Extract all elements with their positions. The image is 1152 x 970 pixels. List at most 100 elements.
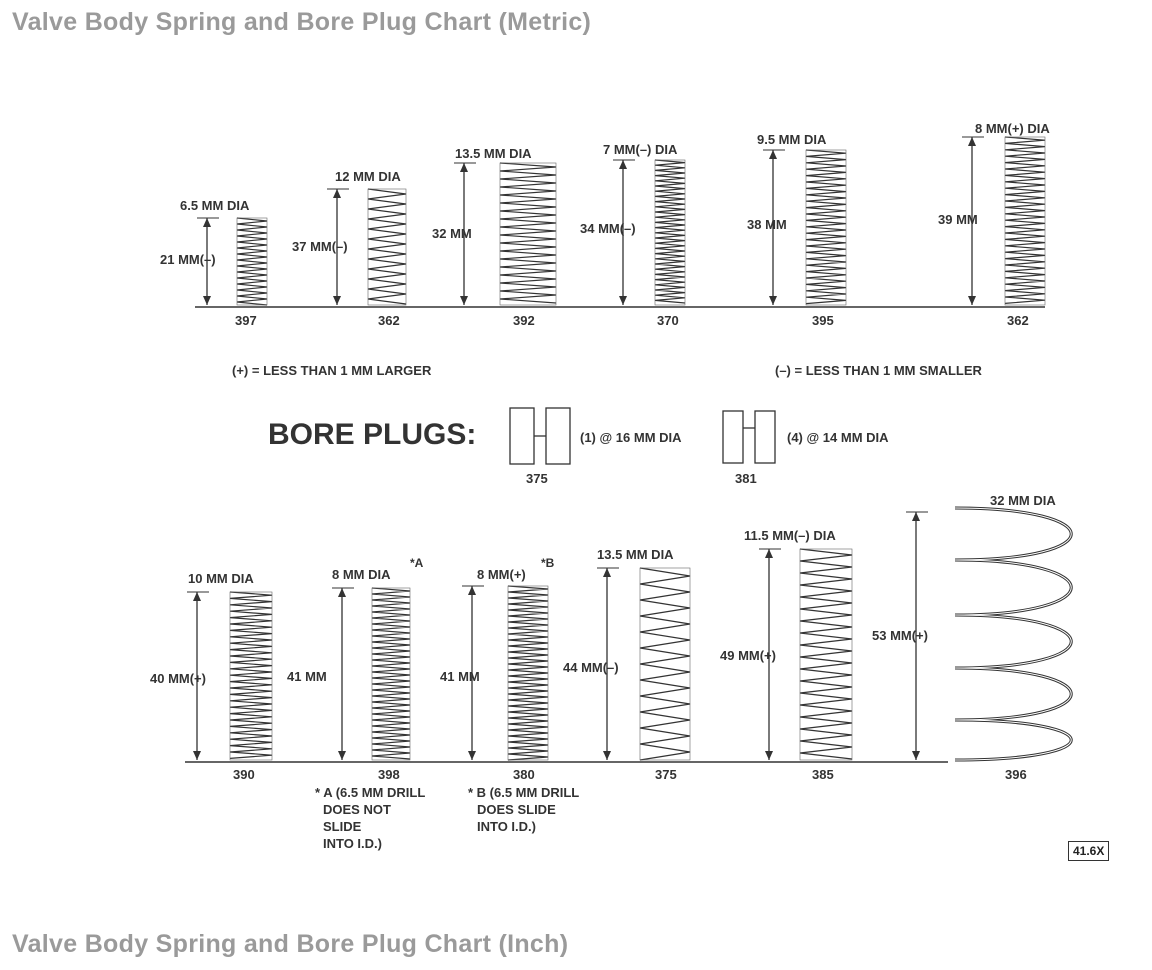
top-num-6: 362 — [1007, 313, 1029, 328]
bottom-num-4: 375 — [655, 767, 677, 782]
bottom-dia-4: 13.5 MM DIA — [597, 547, 674, 562]
metric-title: Valve Body Spring and Bore Plug Chart (M… — [12, 8, 592, 36]
bottom-spring-1 — [229, 591, 273, 759]
note-a-3: SLIDE — [323, 819, 362, 834]
note-b-2: DOES SLIDE — [477, 802, 556, 817]
bore-plug-2-left — [722, 410, 744, 464]
bottom-dimension-6-arrow-up — [912, 512, 920, 521]
top-dimension-4-arrow-up — [619, 160, 627, 169]
top-dia-1: 6.5 MM DIA — [180, 198, 250, 213]
bottom-dimension-2-arrow-up — [338, 588, 346, 597]
bottom-dimension-5-arrow-up — [765, 549, 773, 558]
bottom-spring-2 — [371, 587, 411, 760]
top-dimension-6-arrow-up — [968, 137, 976, 146]
bottom-num-3: 380 — [513, 767, 535, 782]
top-dia-4: 7 MM(–) DIA — [603, 142, 678, 157]
bottom-len-5: 49 MM(+) — [720, 648, 776, 663]
bottom-dia-5: 11.5 MM(–) DIA — [744, 528, 836, 543]
top-dimension-2-arrow-up — [333, 189, 341, 198]
note-a-1: * A (6.5 MM DRILL — [315, 785, 426, 800]
bore-plugs-label: BORE PLUGS: — [268, 418, 477, 451]
note-b-1: * B (6.5 MM DRILL — [468, 785, 580, 800]
top-num-1: 397 — [235, 313, 257, 328]
legend-plus: (+) = LESS THAN 1 MM LARGER — [232, 363, 432, 378]
figure-id-badge: 41.6X — [1068, 841, 1110, 861]
top-dimension-6-arrow-down — [968, 296, 976, 305]
top-dimension-4-arrow-down — [619, 296, 627, 305]
top-spring-3-outline — [499, 162, 557, 306]
bottom-dimension-4-arrow-up — [603, 568, 611, 577]
bottom-spring-4 — [639, 567, 691, 761]
top-spring-6-outline — [1004, 136, 1046, 306]
top-len-3: 32 MM — [432, 226, 472, 241]
note-b-3: INTO I.D.) — [477, 819, 536, 834]
top-dimension-3-arrow-down — [460, 296, 468, 305]
bore-plug-2-right — [754, 410, 776, 464]
top-spring-2-outline — [367, 188, 407, 306]
top-spring-4-outline — [654, 159, 686, 306]
bottom-num-2: 398 — [378, 767, 400, 782]
note-a-4: INTO I.D.) — [323, 836, 382, 851]
top-dia-6: 8 MM(+) DIA — [975, 121, 1050, 136]
bottom-num-1: 390 — [233, 767, 255, 782]
top-len-1: 21 MM(–) — [160, 252, 216, 267]
bottom-spring-6-inner — [954, 507, 1072, 761]
top-spring-6 — [1004, 136, 1046, 304]
top-dimension-1-arrow-up — [203, 218, 211, 227]
top-len-4: 34 MM(–) — [580, 221, 636, 236]
bore-plug-1-left — [509, 407, 535, 465]
bore-plug-1-right — [545, 407, 571, 465]
bottom-dimension-3-arrow-up — [468, 586, 476, 595]
legend-minus: (–) = LESS THAN 1 MM SMALLER — [775, 363, 982, 378]
top-len-2: 37 MM(–) — [292, 239, 348, 254]
bottom-mark-3: *B — [541, 556, 555, 570]
top-dia-5: 9.5 MM DIA — [757, 132, 827, 147]
bottom-dimension-6-arrow-down — [912, 751, 920, 760]
bottom-dimension-3-arrow-down — [468, 751, 476, 760]
bottom-dimension-1-arrow-up — [193, 592, 201, 601]
bottom-dimension-4-arrow-down — [603, 751, 611, 760]
top-spring-1-outline — [236, 217, 268, 306]
top-len-5: 38 MM — [747, 217, 787, 232]
bottom-len-6: 53 MM(+) — [872, 628, 928, 643]
bottom-mark-2: *A — [410, 556, 424, 570]
top-dimension-5-arrow-up — [769, 150, 777, 159]
top-dimension-5-arrow-down — [769, 296, 777, 305]
top-dia-3: 13.5 MM DIA — [455, 146, 532, 161]
bottom-spring-2-outline — [371, 587, 411, 761]
top-spring-4 — [654, 159, 686, 304]
bottom-dimension-5-arrow-down — [765, 751, 773, 760]
bottom-spring-5 — [799, 548, 853, 760]
top-spring-3 — [499, 162, 557, 304]
top-dimension-3-arrow-up — [460, 163, 468, 172]
bottom-len-4: 44 MM(–) — [563, 660, 619, 675]
top-spring-1 — [236, 217, 268, 306]
top-dia-2: 12 MM DIA — [335, 169, 401, 184]
top-num-2: 362 — [378, 313, 400, 328]
top-spring-5 — [805, 149, 847, 305]
top-num-5: 395 — [812, 313, 834, 328]
top-dimension-2-arrow-down — [333, 296, 341, 305]
bore-plug-2-text: (4) @ 14 MM DIA — [787, 430, 889, 445]
bottom-dia-1: 10 MM DIA — [188, 571, 254, 586]
top-dimension-1-arrow-down — [203, 296, 211, 305]
bottom-spring-3-outline — [507, 585, 549, 761]
bore-plug-1-num: 375 — [526, 471, 548, 486]
top-num-3: 392 — [513, 313, 535, 328]
bottom-dimension-2-arrow-down — [338, 751, 346, 760]
bottom-dia-6: 32 MM DIA — [990, 493, 1056, 508]
top-num-4: 370 — [657, 313, 679, 328]
bottom-len-2: 41 MM — [287, 669, 327, 684]
bottom-num-6: 396 — [1005, 767, 1027, 782]
bottom-dimension-1-arrow-down — [193, 751, 201, 760]
top-spring-5-outline — [805, 149, 847, 306]
note-a-2: DOES NOT — [323, 802, 391, 817]
bore-plug-1-text: (1) @ 16 MM DIA — [580, 430, 682, 445]
bottom-dia-2: 8 MM DIA — [332, 567, 391, 582]
bottom-len-3: 41 MM — [440, 669, 480, 684]
bore-plug-2-num: 381 — [735, 471, 757, 486]
bottom-spring-5-outline — [799, 548, 853, 761]
top-spring-2 — [367, 188, 407, 305]
bottom-len-1: 40 MM(+) — [150, 671, 206, 686]
